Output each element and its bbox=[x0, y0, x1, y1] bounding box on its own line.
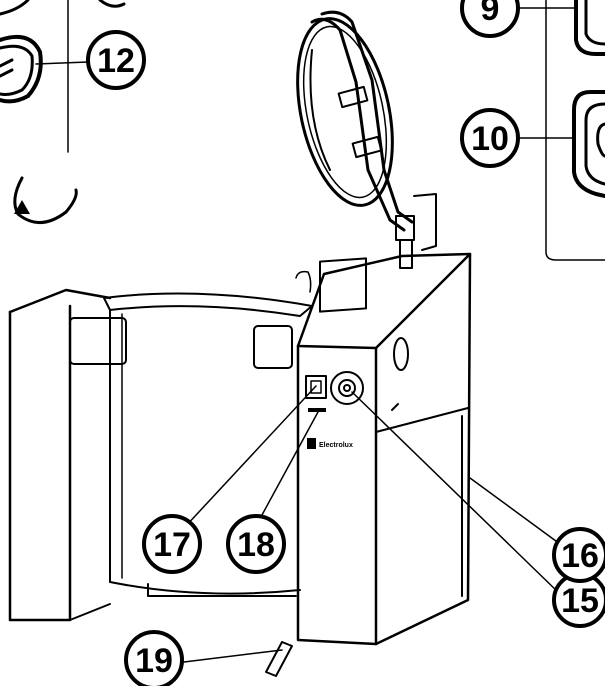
callout-15: 15 bbox=[552, 572, 605, 628]
indicator-18-icon bbox=[308, 408, 326, 412]
callout-19: 19 bbox=[124, 630, 184, 686]
callout-17: 17 bbox=[142, 514, 202, 574]
callout-16-label: 16 bbox=[561, 537, 599, 575]
callout-18-label: 18 bbox=[237, 526, 275, 564]
callout-18: 18 bbox=[226, 514, 286, 574]
brand-label: Electrolux bbox=[319, 442, 353, 449]
lid-assembly bbox=[296, 10, 437, 269]
electrolux-logo: Electrolux bbox=[307, 438, 353, 449]
callout-9: 9 bbox=[460, 0, 520, 38]
rotation-arrow-icon bbox=[13, 176, 78, 224]
callout-16: 16 bbox=[552, 527, 605, 583]
callout-12-label: 12 bbox=[97, 42, 135, 80]
control-column bbox=[296, 252, 472, 646]
knob-top-left bbox=[0, 0, 126, 16]
left-column bbox=[8, 288, 112, 622]
callout-12: 12 bbox=[86, 30, 146, 90]
panel-detail-frame bbox=[545, 0, 605, 261]
callout-10-label: 10 bbox=[471, 120, 509, 158]
dial-15-icon bbox=[330, 371, 364, 405]
callout-19-label: 19 bbox=[135, 642, 173, 680]
switch-17-icon bbox=[305, 375, 327, 399]
callout-17-label: 17 bbox=[153, 526, 191, 564]
foot-19-icon bbox=[265, 641, 293, 677]
callout-9-label: 9 bbox=[481, 0, 500, 28]
callout-15-label: 15 bbox=[561, 582, 599, 620]
knob-12 bbox=[0, 35, 43, 104]
leader-lines bbox=[35, 7, 577, 663]
callout-10: 10 bbox=[460, 108, 520, 168]
